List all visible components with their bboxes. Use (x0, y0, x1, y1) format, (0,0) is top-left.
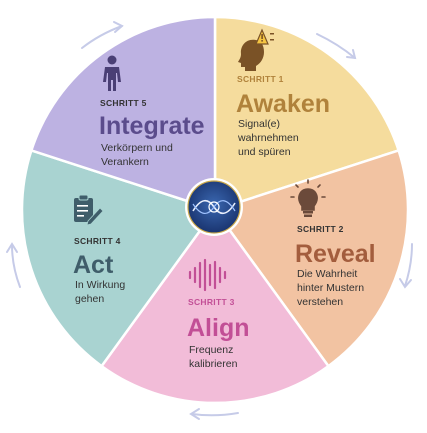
step-desc-reveal-1: Die Wahrheit (297, 268, 357, 280)
step-number-reveal: SCHRITT 2 (297, 224, 344, 234)
step-title-align: Align (187, 314, 250, 342)
step-title-integrate: Integrate (99, 112, 205, 140)
step-desc-act-2: gehen (75, 293, 104, 305)
arrowhead-top-left (113, 21, 124, 33)
segment-align (99, 207, 331, 405)
step-reveal: SCHRITT 2 Reveal Die Wahrheit hinter Mus… (295, 224, 376, 308)
step-desc-awaken-3: und spüren (238, 146, 291, 158)
segment-awaken (213, 15, 401, 212)
step-desc-awaken-2: wahrnehmen (237, 132, 299, 144)
step-desc-act-1: In Wirkung (75, 279, 125, 291)
segment-reveal (212, 148, 410, 368)
step-act: SCHRITT 4 Act In Wirkung gehen (73, 236, 125, 305)
arrow-top-left (81, 25, 123, 49)
arrow-left (11, 244, 21, 288)
segment-act (20, 148, 218, 368)
step-desc-reveal-3: verstehen (297, 296, 343, 308)
step-number-awaken: SCHRITT 1 (237, 74, 284, 84)
step-number-integrate: SCHRITT 5 (100, 98, 147, 108)
lightbulb-icon (290, 179, 326, 217)
step-title-reveal: Reveal (295, 240, 376, 268)
step-number-act: SCHRITT 4 (74, 236, 121, 246)
step-title-awaken: Awaken (236, 90, 330, 118)
arrow-bottom (191, 412, 239, 417)
step-title-act: Act (73, 251, 114, 279)
step-desc-align-2: kalibrieren (189, 358, 238, 370)
arrowhead-bottom (189, 408, 200, 420)
step-desc-awaken-1: Signal(e) (238, 118, 280, 130)
segment-integrate (29, 15, 217, 212)
person-icon (103, 55, 121, 91)
step-desc-align-1: Frequenz (189, 344, 233, 356)
arrow-right (404, 243, 413, 287)
arrowhead-left (6, 242, 18, 253)
step-desc-reveal-2: hinter Mustern (297, 282, 364, 294)
step-awaken: SCHRITT 1 Awaken Signal(e) wahrnehmen un… (236, 74, 330, 158)
center-emblem (185, 178, 243, 236)
clipboard-icon (74, 194, 104, 226)
step-integrate: SCHRITT 5 Integrate Verkörpern und Veran… (99, 98, 205, 168)
arrowhead-right (399, 278, 412, 289)
head-alert-icon (238, 28, 274, 71)
step-number-align: SCHRITT 3 (188, 297, 235, 307)
step-align: SCHRITT 3 Align Frequenz kalibrieren (187, 297, 250, 370)
step-desc-integrate-2: Verankern (101, 156, 149, 168)
soundwave-icon (188, 258, 227, 292)
step-desc-integrate-1: Verkörpern und (101, 142, 173, 154)
arrow-top-right (316, 33, 356, 59)
arrowhead-top-right (346, 49, 357, 60)
cycle-arrows (6, 21, 413, 420)
